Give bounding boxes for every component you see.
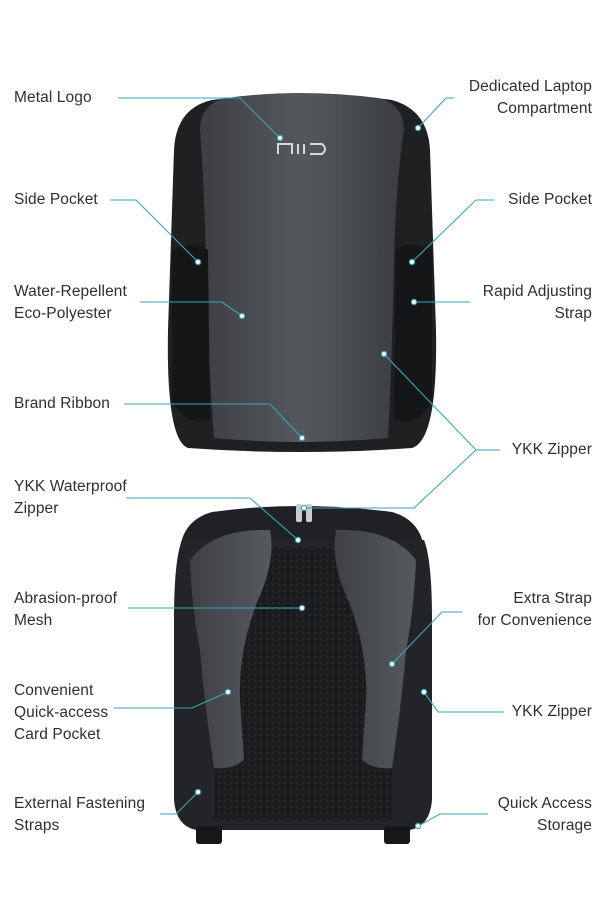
label-abrasion-mesh: Abrasion-proof Mesh bbox=[14, 590, 118, 629]
leader-ykk-back bbox=[423, 691, 504, 713]
leader-water-repellent bbox=[140, 301, 243, 317]
leader-card-pocket bbox=[114, 691, 229, 709]
dot-ykk-back bbox=[420, 688, 428, 696]
dot-side-pocket-right bbox=[408, 258, 416, 266]
dot-ykk-front bbox=[380, 350, 388, 358]
label-brand-ribbon: Brand Ribbon bbox=[14, 395, 110, 412]
label-quick-storage: Quick Access Storage bbox=[497, 795, 592, 834]
leader-dots bbox=[194, 124, 428, 830]
label-water-repellent: Water-Repellent Eco-Polyester bbox=[14, 283, 127, 322]
dot-extra-strap bbox=[388, 660, 396, 668]
dot-side-pocket-left bbox=[194, 258, 202, 266]
back-mesh-panel bbox=[213, 548, 393, 820]
dot-water-repellent bbox=[238, 312, 246, 320]
label-ykk-waterproof: YKK Waterproof Zipper bbox=[14, 478, 127, 517]
leader-ykk-waterproof bbox=[126, 497, 299, 541]
label-side-pocket-right: Side Pocket bbox=[508, 191, 592, 208]
leader-side-pocket-right bbox=[411, 199, 494, 263]
front-side-pocket-right bbox=[394, 245, 432, 422]
label-ykk-zipper-front: YKK Zipper bbox=[511, 441, 592, 458]
leader-side-pocket-left bbox=[110, 199, 199, 263]
dot-metal-logo bbox=[276, 134, 284, 142]
label-laptop-compartment: Dedicated Laptop Compartment bbox=[468, 78, 592, 117]
shoulder-strap-right bbox=[334, 529, 416, 769]
metal-logo-icon bbox=[277, 143, 326, 155]
label-card-pocket: Convenient Quick-access Card Pocket bbox=[14, 682, 109, 743]
label-side-pocket-left: Side Pocket bbox=[14, 191, 98, 208]
bag-foot-right bbox=[384, 826, 410, 844]
dot-ykk-front-2 bbox=[300, 504, 308, 512]
dot-quick-storage bbox=[414, 822, 422, 830]
label-metal-logo: Metal Logo bbox=[14, 89, 92, 106]
leader-extra-strap bbox=[391, 611, 462, 665]
leader-ykk-front-lower bbox=[304, 449, 477, 509]
label-extra-strap: Extra Strap for Convenience bbox=[477, 590, 592, 629]
dot-brand-ribbon bbox=[298, 434, 306, 442]
shoulder-strap-left bbox=[190, 529, 272, 769]
dot-card-pocket bbox=[224, 688, 232, 696]
leader-lines bbox=[110, 97, 504, 827]
leader-metal-logo bbox=[118, 97, 281, 139]
front-shell bbox=[200, 93, 404, 442]
dot-fastening-straps bbox=[194, 788, 202, 796]
front-side-pocket-left bbox=[172, 245, 210, 422]
leader-quick-storage bbox=[417, 813, 488, 827]
label-rapid-strap: Rapid Adjusting Strap bbox=[482, 283, 592, 322]
dot-ykk-waterproof bbox=[294, 536, 302, 544]
zipper-pull-icon bbox=[296, 504, 302, 522]
bag-foot-left bbox=[196, 826, 222, 844]
back-backpack bbox=[174, 504, 432, 844]
leader-fastening-straps bbox=[160, 791, 199, 815]
label-ykk-zipper-back: YKK Zipper bbox=[511, 703, 592, 720]
dot-abrasion-mesh bbox=[298, 604, 306, 612]
front-backpack bbox=[167, 93, 437, 452]
dot-laptop bbox=[414, 124, 422, 132]
leader-laptop bbox=[417, 97, 454, 129]
leader-brand-ribbon bbox=[124, 403, 303, 439]
label-fastening-straps: External Fastening Straps bbox=[14, 795, 146, 834]
dot-rapid-strap bbox=[410, 298, 418, 306]
